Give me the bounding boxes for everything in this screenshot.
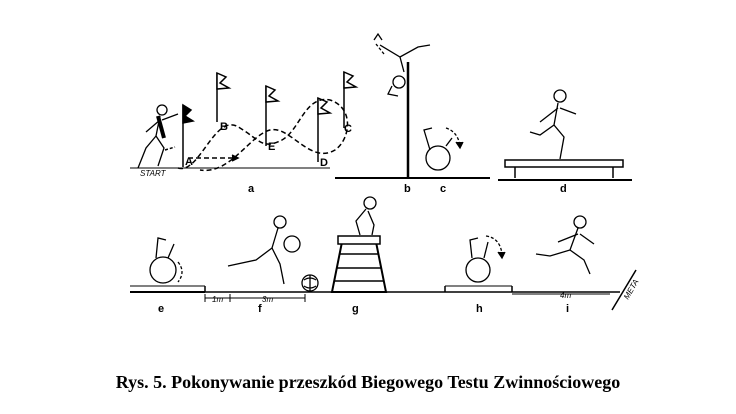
runner-start-figure bbox=[137, 104, 179, 169]
flag-label-d: D bbox=[320, 157, 328, 169]
flag-b bbox=[216, 71, 232, 122]
forward-roll-station-e bbox=[149, 237, 183, 284]
label-b: b bbox=[404, 183, 411, 195]
slalom-course bbox=[130, 70, 359, 171]
label-c: c bbox=[440, 183, 446, 195]
flag-a bbox=[182, 103, 195, 167]
flag-d bbox=[317, 96, 333, 162]
figure-on-bar bbox=[373, 32, 431, 97]
vaulting-box-station bbox=[330, 196, 388, 293]
ball-held bbox=[283, 235, 301, 253]
dist-3m-label: 3m bbox=[262, 295, 273, 304]
sprinter-finish-figure bbox=[535, 215, 595, 275]
bench bbox=[504, 159, 624, 168]
flag-c bbox=[343, 70, 359, 128]
flag-label-b: B bbox=[220, 121, 228, 133]
finish-line bbox=[611, 269, 637, 311]
start-label: START bbox=[140, 169, 167, 178]
label-e: e bbox=[158, 303, 164, 315]
figure-on-box bbox=[355, 196, 377, 236]
figure-on-bench bbox=[529, 89, 577, 160]
bottom-course bbox=[130, 269, 637, 311]
label-i: i bbox=[566, 303, 569, 315]
label-f: f bbox=[258, 303, 262, 315]
flag-label-a: A bbox=[185, 156, 193, 168]
label-a: a bbox=[248, 183, 255, 195]
horizontal-bar-station bbox=[335, 32, 490, 179]
bench-station bbox=[498, 89, 632, 181]
flag-e bbox=[265, 84, 281, 146]
slalom-path bbox=[177, 98, 349, 171]
dist-1m-label: 1m bbox=[212, 295, 223, 304]
ball-station bbox=[227, 215, 319, 292]
label-d: d bbox=[560, 183, 567, 195]
flag-label-e: E bbox=[268, 141, 275, 153]
label-h: h bbox=[476, 303, 483, 315]
label-g: g bbox=[352, 303, 359, 315]
figure-caption: Rys. 5. Pokonywanie przeszkód Biegowego … bbox=[115, 372, 621, 392]
forward-roll-station-h bbox=[465, 235, 506, 283]
dist-4m-label: 4m bbox=[560, 291, 571, 300]
forward-roll-station-c bbox=[423, 127, 464, 171]
flag-label-c: C bbox=[344, 123, 352, 135]
vaulting-box bbox=[330, 241, 388, 293]
